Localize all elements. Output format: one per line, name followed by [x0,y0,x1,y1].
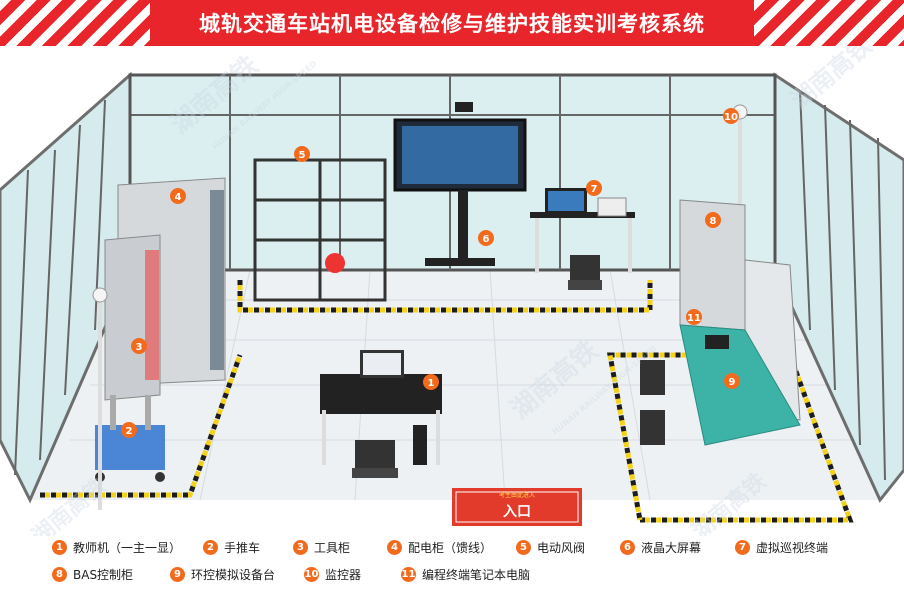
marker-10-label: 10 [724,112,738,123]
entrance-sign-text: 入口 [503,504,531,520]
legend-number-badge: 8 [52,567,67,582]
legend-number-badge: 4 [387,540,402,555]
legend-label: 配电柜（馈线） [408,541,493,555]
marker-2-label: 2 [126,426,133,437]
legend-number-badge: 9 [170,567,185,582]
marker-8-label: 8 [710,216,717,227]
distribution-cabinet-side [210,190,224,370]
legend-item: 3 工具柜 [293,539,350,556]
legend-item: 6 液晶大屏幕 [620,539,701,556]
marker-10 [723,108,739,124]
legend-label: 环控模拟设备台 [191,568,276,582]
hazard-tape-yellow [40,280,854,523]
legend-row-1: 1 教师机（一主一显） 2 手推车 3 工具柜 4 配电柜（馈线） 5 电动风阀 6 液晶大… [0,539,904,561]
notebook-laptop [705,335,729,349]
marker-5-label: 5 [299,150,306,161]
page-title: 城轨交通车站机电设备检修与维护技能实训考核系统 [199,12,705,36]
legend-item: 5 电动风阀 [516,539,585,556]
teacher-desk [320,350,442,465]
legend-item: 4 配电柜（馈线） [387,539,492,556]
marker-5 [294,146,310,162]
damper-rack [253,158,387,302]
marker-7 [586,180,602,196]
legend-number-badge: 6 [620,540,635,555]
legend-item: 7 虚拟巡视终端 [735,539,828,556]
marker-1-label: 1 [428,378,435,389]
hazard-stripes-right [754,0,904,46]
legend-item: 10 监控器 [304,566,361,583]
entrance-small-text: 考生由此进入 [499,491,535,499]
legend-label: BAS控制柜 [73,568,134,582]
environment-desk [679,324,801,446]
legend-number-badge: 3 [293,540,308,555]
marker-2 [121,422,137,438]
legend-number-badge: 5 [516,540,531,555]
legend-item: 8 BAS控制柜 [52,566,133,583]
marker-1 [423,374,439,390]
marker-11 [686,309,702,325]
legend-item: 11 编程终端笔记本电脑 [401,566,530,583]
marker-9-label: 9 [729,377,736,388]
marker-3 [131,338,147,354]
entrance-mat [452,488,582,526]
right-wall [773,72,904,503]
legend-number-badge: 1 [52,540,67,555]
teacher-chair [352,440,398,478]
legend-number-badge: 7 [735,540,750,555]
title-band: 城轨交通车站机电设备检修与维护技能实训考核系统 [150,0,754,46]
watermark-text-3: 湖南高铁 [786,46,878,115]
legend-label: 编程终端笔记本电脑 [422,568,531,582]
tool-cabinet-panel [145,250,159,380]
legend-label: 液晶大屏幕 [641,541,702,555]
lcd-screen-stand [393,102,527,266]
marker-4-label: 4 [175,192,182,203]
header-banner: 城轨交通车站机电设备检修与维护技能实训考核系统 [0,0,904,46]
camera-pole-left [92,287,108,510]
legend-number-badge: 10 [304,567,319,582]
equipment-markers: 1 2 3 4 5 6 7 8 9 10 11 [121,108,740,438]
marker-8 [705,212,721,228]
right-wall-mullions [799,89,886,481]
marker-3-label: 3 [136,342,143,353]
marker-4 [170,188,186,204]
legend-label: 工具柜 [314,541,351,555]
legend: 1 教师机（一主一显） 2 手推车 3 工具柜 4 配电柜（馈线） 5 电动风阀 6 液晶大… [0,536,904,592]
marker-7-label: 7 [591,184,598,195]
legend-item: 1 教师机（一主一显） [52,539,181,556]
marker-6-label: 6 [483,234,490,245]
damper-valve [325,253,345,273]
hazard-stripes-left [0,0,150,46]
desk-chairs [640,360,665,445]
legend-label: 手推车 [224,541,261,555]
patrol-chair [568,255,602,290]
legend-number-badge: 11 [401,567,416,582]
patrol-terminal-desk [530,188,635,273]
room-scene: 考生由此进入 入口 湖南高铁 湖南高铁 湖南高铁 湖南高铁 湖南高铁 HUNAN… [0,46,904,536]
legend-label: 电动风阀 [537,541,586,555]
legend-item: 2 手推车 [203,539,260,556]
marker-9 [724,373,740,389]
marker-11-label: 11 [687,313,701,324]
marker-6 [478,230,494,246]
legend-label: 虚拟巡视终端 [756,541,829,555]
legend-number-badge: 2 [203,540,218,555]
legend-row-2: 8 BAS控制柜 9 环控模拟设备台 10 监控器 11 编程终端笔记本电脑 [0,566,904,588]
legend-label: 监控器 [325,568,362,582]
legend-label: 教师机（一主一显） [73,541,182,555]
legend-item: 9 环控模拟设备台 [170,566,275,583]
